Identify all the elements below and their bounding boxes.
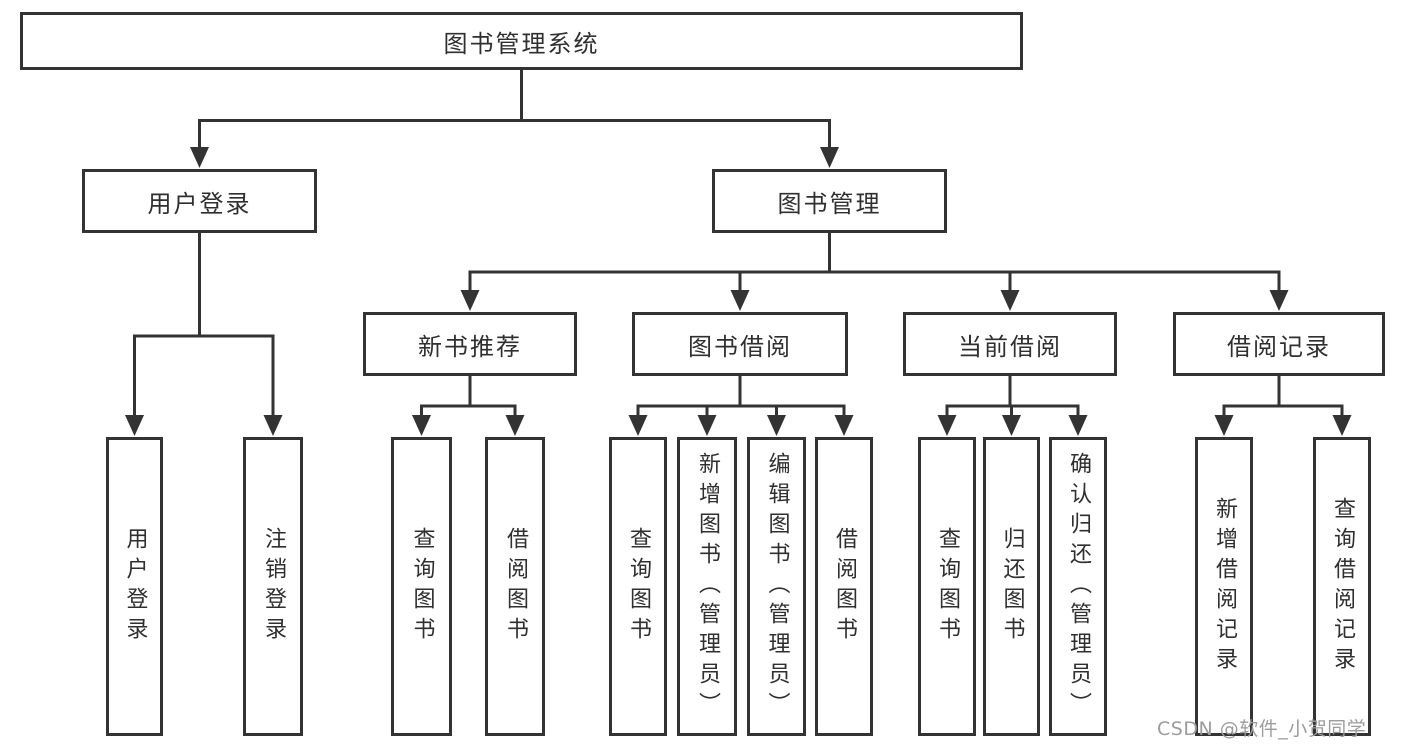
leaf-query-borrow-record-label: 查询借阅记录: [1330, 496, 1355, 677]
node-user-login: 用户登录: [82, 169, 317, 233]
leaf-borrow-books: 借阅图书: [815, 437, 873, 736]
leaf-query-books-recommend-label: 查询图书: [409, 526, 435, 647]
node-new-book-recommend-label: 新书推荐: [418, 332, 522, 361]
leaf-query-books-borrow: 查询图书: [609, 437, 667, 736]
leaf-query-borrow-record: 查询借阅记录: [1313, 437, 1371, 736]
leaf-query-books-current: 查询图书: [918, 437, 976, 736]
leaf-logout-login: 注销登录: [243, 437, 303, 736]
node-current-borrow: 当前借阅: [903, 312, 1117, 376]
leaf-confirm-return-admin-label: 确认归还（管理员）: [1066, 451, 1091, 722]
leaf-add-borrow-record-label: 新增借阅记录: [1212, 496, 1237, 677]
leaf-add-book-admin-label: 新增图书（管理员）: [695, 451, 720, 722]
node-current-borrow-label: 当前借阅: [958, 332, 1062, 361]
node-borrow-records: 借阅记录: [1173, 312, 1385, 376]
watermark: CSDN @软件_小贺同学: [1157, 718, 1367, 740]
leaf-edit-book-admin: 编辑图书（管理员）: [747, 437, 806, 736]
leaf-user-login-label: 用户登录: [122, 526, 148, 647]
node-borrow-records-label: 借阅记录: [1227, 332, 1331, 361]
leaf-return-books-label: 归还图书: [999, 526, 1025, 647]
leaf-add-borrow-record: 新增借阅记录: [1195, 437, 1253, 736]
leaf-return-books: 归还图书: [983, 437, 1040, 736]
leaf-edit-book-admin-label: 编辑图书（管理员）: [764, 451, 790, 722]
leaf-borrow-books-label: 借阅图书: [832, 526, 857, 647]
node-book-management: 图书管理: [712, 169, 947, 233]
node-book-borrow-label: 图书借阅: [688, 332, 792, 361]
node-new-book-recommend: 新书推荐: [363, 312, 577, 376]
leaf-query-books-borrow-label: 查询图书: [626, 526, 651, 647]
leaf-borrow-books-recommend-label: 借阅图书: [503, 526, 528, 647]
node-book-management-label: 图书管理: [777, 189, 882, 218]
leaf-query-books-current-label: 查询图书: [935, 526, 960, 647]
leaf-borrow-books-recommend: 借阅图书: [485, 437, 545, 736]
leaf-user-login: 用户登录: [106, 437, 163, 736]
leaf-logout-login-label: 注销登录: [261, 526, 286, 647]
node-user-login-label: 用户登录: [147, 189, 252, 218]
node-book-borrow: 图书借阅: [632, 312, 848, 376]
leaf-query-books-recommend: 查询图书: [391, 437, 452, 736]
leaf-confirm-return-admin: 确认归还（管理员）: [1049, 437, 1107, 736]
node-root: 图书管理系统: [20, 12, 1023, 70]
leaf-add-book-admin: 新增图书（管理员）: [677, 437, 737, 736]
node-root-label: 图书管理系统: [443, 29, 600, 58]
